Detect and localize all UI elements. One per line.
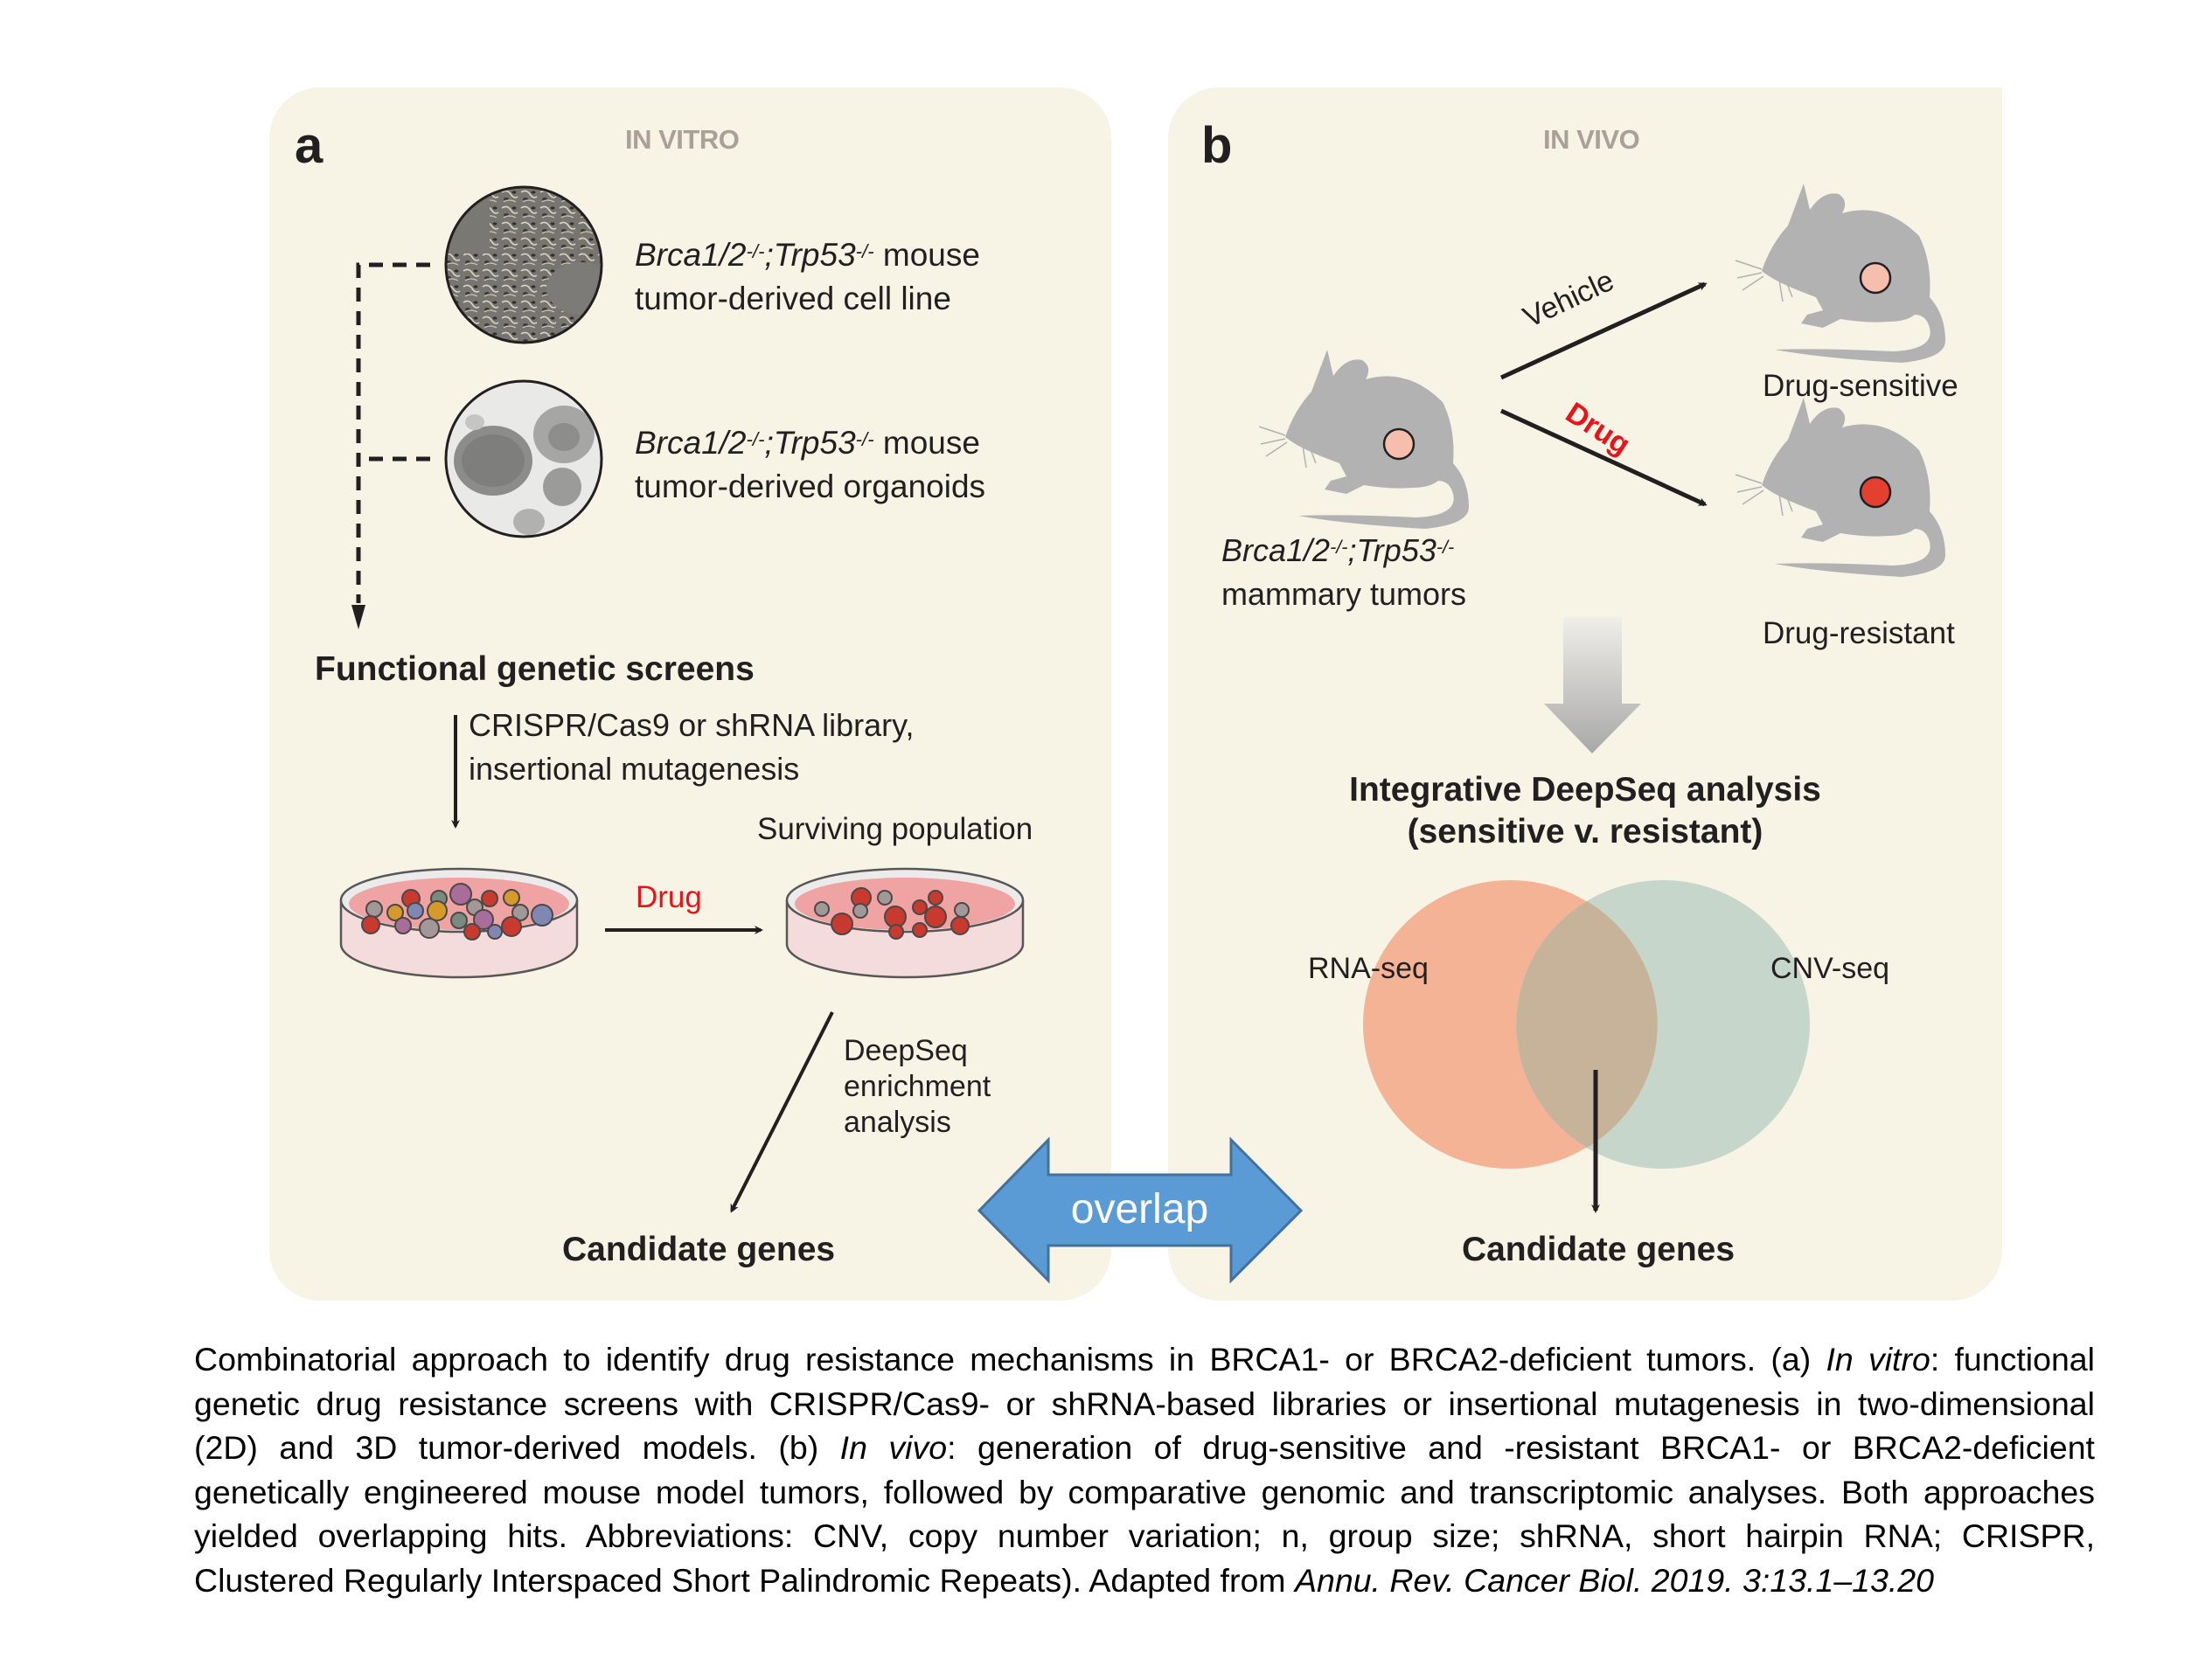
label-line2: mammary tumors: [1221, 576, 1467, 612]
gene-name: Trp53: [773, 237, 856, 273]
venn-right-label: CNV-seq: [1770, 952, 1890, 985]
panel-b-title: IN VIVO: [1543, 124, 1640, 155]
separator: ;: [764, 425, 774, 461]
venn-left-label: RNA-seq: [1308, 952, 1429, 985]
label-rest: mouse: [873, 425, 980, 461]
genotype-sup: -/-: [1330, 536, 1348, 558]
gene-name: Brca1/2: [635, 425, 747, 461]
deepseq-arrow: [730, 1011, 834, 1213]
caption-text: genetically engineered mouse model tumor…: [194, 1473, 2095, 1510]
separator: ;: [1347, 532, 1357, 568]
panel-in-vitro: [269, 87, 1111, 1301]
caption-line: genetic drug resistance screens with CRI…: [194, 1382, 2095, 1426]
caption-line: Combinatorial approach to identify drug …: [194, 1337, 2095, 1382]
library-label: CRISPR/Cas9 or shRNA library, insertiona…: [469, 704, 914, 791]
genotype-sup: -/-: [746, 428, 765, 450]
tumor-icon-sensitive: [1859, 261, 1892, 295]
genotype-sup: -/-: [855, 240, 874, 262]
caption-text: (2D) and 3D tumor-derived models. (b): [194, 1429, 840, 1466]
deepseq-label: DeepSeq enrichment analysis: [844, 1033, 991, 1141]
integrative-analysis-title: Integrative DeepSeq analysis (sensitive …: [1168, 769, 2002, 853]
analysis-line-2: (sensitive v. resistant): [1407, 813, 1763, 850]
overlap-double-arrow: [977, 1136, 1304, 1284]
venn-overlap: [1516, 901, 1658, 1148]
panel-b-letter: b: [1201, 117, 1233, 174]
separator: ;: [764, 237, 774, 273]
gene-name: Brca1/2: [635, 237, 747, 273]
label-line2: tumor-derived cell line: [635, 281, 951, 316]
tumor-icon-resistant: [1859, 475, 1892, 509]
candidate-genes-b: Candidate genes: [1461, 1231, 1736, 1268]
tumor-model-label: Brca1/2-/-;Trp53-/- mammary tumors: [1221, 529, 1466, 616]
venn-diagram: [1363, 880, 1810, 1169]
genotype-sup: -/-: [746, 240, 765, 262]
organoid-label: Brca1/2-/-;Trp53-/- mouse tumor-derived …: [635, 421, 985, 509]
dashed-arrow-head: [351, 605, 365, 629]
mouse-icon-sensitive: [1735, 184, 1945, 363]
mouse-icon-parental: [1258, 350, 1469, 529]
candidate-genes-a: Candidate genes: [562, 1231, 836, 1268]
cell-line-label: Brca1/2-/-;Trp53-/- mouse tumor-derived …: [635, 233, 980, 321]
library-line-2: insertional mutagenesis: [469, 751, 800, 787]
panel-a-letter: a: [295, 117, 323, 174]
caption-text: yielded overlapping hits. Abbreviations:…: [194, 1517, 2095, 1554]
drug-label-a: Drug: [636, 880, 702, 914]
caption-line: Clustered Regularly Interspaced Short Pa…: [194, 1558, 2095, 1603]
caption-italic-text: Annu. Rev. Cancer Biol. 2019. 3:13.1–13.…: [1294, 1561, 1935, 1599]
deepseq-line: enrichment: [844, 1070, 991, 1103]
figure-caption: Combinatorial approach to identify drug …: [194, 1337, 2095, 1602]
panel-a-title: IN VITRO: [625, 124, 740, 155]
caption-line: genetically engineered mouse model tumor…: [194, 1470, 2095, 1515]
genotype-sup: -/-: [1436, 536, 1455, 558]
caption-text: : generation of drug-sensitive and -resi…: [947, 1429, 2095, 1466]
caption-text: Combinatorial approach to identify drug …: [194, 1341, 1826, 1378]
dashed-connector: [356, 262, 430, 603]
gene-name: Brca1/2: [1221, 532, 1331, 568]
tumor-icon-sensitive: [1382, 427, 1416, 461]
caption-text: Clustered Regularly Interspaced Short Pa…: [194, 1561, 1295, 1599]
caption-text: genetic drug resistance screens with CRI…: [194, 1385, 2095, 1422]
drug-arrow-b: [1499, 408, 1708, 507]
deepseq-line: DeepSeq: [844, 1034, 968, 1067]
cell-line-micrograph: [444, 185, 603, 344]
library-line-1: CRISPR/Cas9 or shRNA library,: [469, 707, 915, 743]
genotype-sup: -/-: [855, 428, 874, 450]
caption-text: : functional: [1930, 1341, 2095, 1378]
caption-line: yielded overlapping hits. Abbreviations:…: [194, 1514, 2095, 1558]
deepseq-line: analysis: [844, 1106, 951, 1139]
label-rest: mouse: [873, 237, 980, 273]
gene-name: Trp53: [1356, 532, 1436, 568]
caption-italic-text: In vitro: [1826, 1341, 1930, 1378]
screens-title: Functional genetic screens: [315, 650, 755, 688]
analysis-line-1: Integrative DeepSeq analysis: [1349, 771, 1821, 809]
vehicle-arrow: [1499, 281, 1708, 380]
petri-dish-surviving: [785, 867, 1025, 979]
overlap-label: overlap: [1070, 1186, 1209, 1232]
label-line2: tumor-derived organoids: [635, 469, 986, 504]
petri-dish-mixed: [339, 867, 579, 979]
analysis-down-arrow: [1544, 617, 1641, 753]
surviving-label: Surviving population: [757, 812, 1033, 846]
caption-italic-text: In vivo: [839, 1429, 948, 1466]
drug-resistant-label: Drug-resistant: [1763, 616, 1955, 650]
caption-line: (2D) and 3D tumor-derived models. (b) In…: [194, 1426, 2095, 1470]
drug-sensitive-label: Drug-sensitive: [1763, 369, 1958, 403]
mouse-icon-resistant: [1735, 398, 1945, 577]
organoid-micrograph: [444, 379, 603, 538]
gene-name: Trp53: [773, 425, 856, 461]
